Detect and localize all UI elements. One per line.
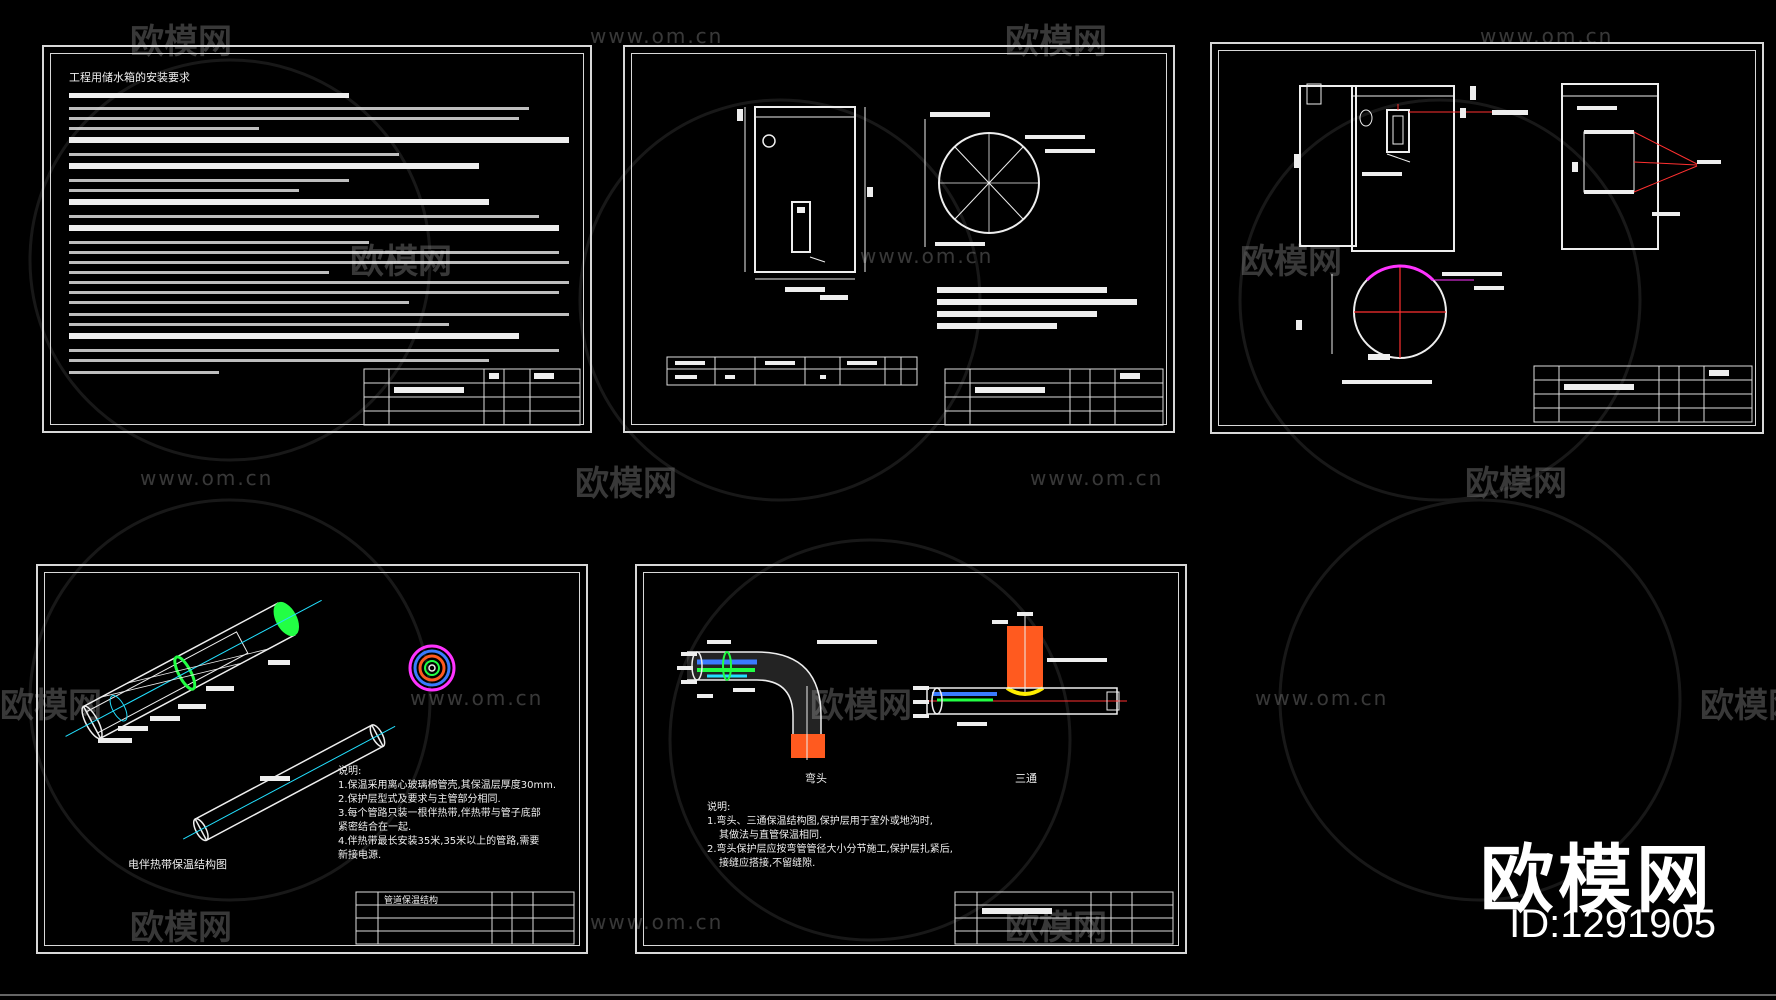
elbow-tee-note: 2.弯头保护层应按弯管管径大小分节施工,保护层扎紧后, (707, 844, 953, 855)
elbow-label: 弯头 (805, 772, 827, 785)
sheet-tank-drawing (623, 45, 1175, 433)
watermark-logo: 欧模网 (1005, 908, 1107, 948)
sheet-tank-detail (1210, 42, 1764, 434)
text-line (69, 359, 489, 362)
text-line (69, 291, 559, 294)
elbow-tee-note: 其做法与直管保温相同. (719, 830, 823, 841)
watermark-url: www.om.cn (140, 466, 274, 490)
watermark-logo: 欧模网 (130, 22, 232, 62)
heat-tracing-notes-title: 说明: (338, 766, 362, 777)
sheet1-title: 工程用储水箱的安装要求 (69, 71, 190, 84)
text-line (69, 93, 349, 98)
text-line (69, 281, 569, 284)
text-line (69, 137, 569, 143)
text-line (69, 349, 559, 352)
heat-tracing-note: 2.保护层型式及要求与主管部分相同. (338, 794, 501, 805)
elbow-tee-note: 1.弯头、三通保温结构图,保护层用于室外或地沟时, (707, 816, 933, 827)
tee-label: 三通 (1015, 772, 1037, 785)
title-block-name: 管道保温结构 (384, 896, 439, 906)
heat-tracing-note: 紧密结合在一起. (338, 822, 412, 833)
text-line (69, 301, 409, 304)
tank-drawing (666, 106, 1164, 426)
text-line (69, 323, 449, 326)
watermark-logo: 欧模网 (1465, 464, 1567, 504)
text-line (69, 225, 559, 231)
watermark-url: www.om.cn (860, 244, 994, 268)
heat-tracing-drawing (65, 599, 575, 945)
bottom-divider (0, 994, 1776, 996)
heat-tracing-note: 1.保温采用离心玻璃棉管壳,其保温层厚度30mm. (338, 780, 557, 791)
text-line (69, 199, 489, 205)
sheet-elbow-tee: 弯头 三通 说明: 1.弯头、三通保温结构图,保护层用于室外或地沟时, 其做法与… (635, 564, 1187, 954)
watermark-url: www.om.cn (1255, 686, 1389, 710)
heat-tracing-note: 3.每个管路只装一根伴热带,伴热带与管子底部 (338, 808, 541, 819)
text-line (69, 107, 529, 110)
text-line (69, 117, 519, 120)
watermark-logo: 欧模网 (1005, 22, 1107, 62)
watermark-logo: 欧模网 (1700, 686, 1776, 726)
text-line (69, 371, 219, 374)
watermark-url: www.om.cn (1480, 24, 1614, 48)
watermark-logo: 欧模网 (810, 686, 912, 726)
title-block (363, 368, 581, 426)
heat-tracing-note: 4.伴热带最长安装35米,35米以上的管路,需要 (338, 836, 540, 847)
brand-id: ID:1291905 (1509, 902, 1716, 946)
watermark-logo: 欧模网 (1240, 242, 1342, 282)
watermark-url: www.om.cn (590, 24, 724, 48)
watermark-logo: 欧模网 (130, 908, 232, 948)
watermark-url: www.om.cn (1030, 466, 1164, 490)
text-line (69, 313, 569, 316)
heat-tracing-note: 新接电源. (338, 850, 382, 861)
elbow-tee-drawing (677, 612, 1174, 945)
watermark-logo: 欧模网 (575, 464, 677, 504)
sheet-heat-tracing: 电伴热带保温结构图 说明: 1.保温采用离心玻璃棉管壳,其保温层厚度30mm. … (36, 564, 588, 954)
text-line (69, 261, 569, 264)
text-line (69, 179, 349, 182)
text-line (69, 241, 369, 244)
text-line (69, 215, 539, 218)
watermark-url: www.om.cn (590, 910, 724, 934)
elbow-tee-note: 接缝应搭接,不留缝隙. (719, 858, 816, 869)
text-line (69, 251, 559, 254)
text-line (69, 189, 299, 192)
text-line (69, 271, 329, 274)
brand-logo-text: 欧模网 (1480, 837, 1714, 923)
sheet-installation-requirements: 工程用储水箱的安装要求 (42, 45, 592, 433)
elbow-tee-notes-title: 说明: (707, 802, 731, 813)
text-line (69, 127, 259, 130)
text-line (69, 153, 399, 156)
heat-tracing-caption: 电伴热带保温结构图 (128, 858, 227, 871)
tank-detail-drawing (1294, 83, 1753, 423)
text-line (69, 333, 519, 339)
text-line (69, 163, 479, 169)
